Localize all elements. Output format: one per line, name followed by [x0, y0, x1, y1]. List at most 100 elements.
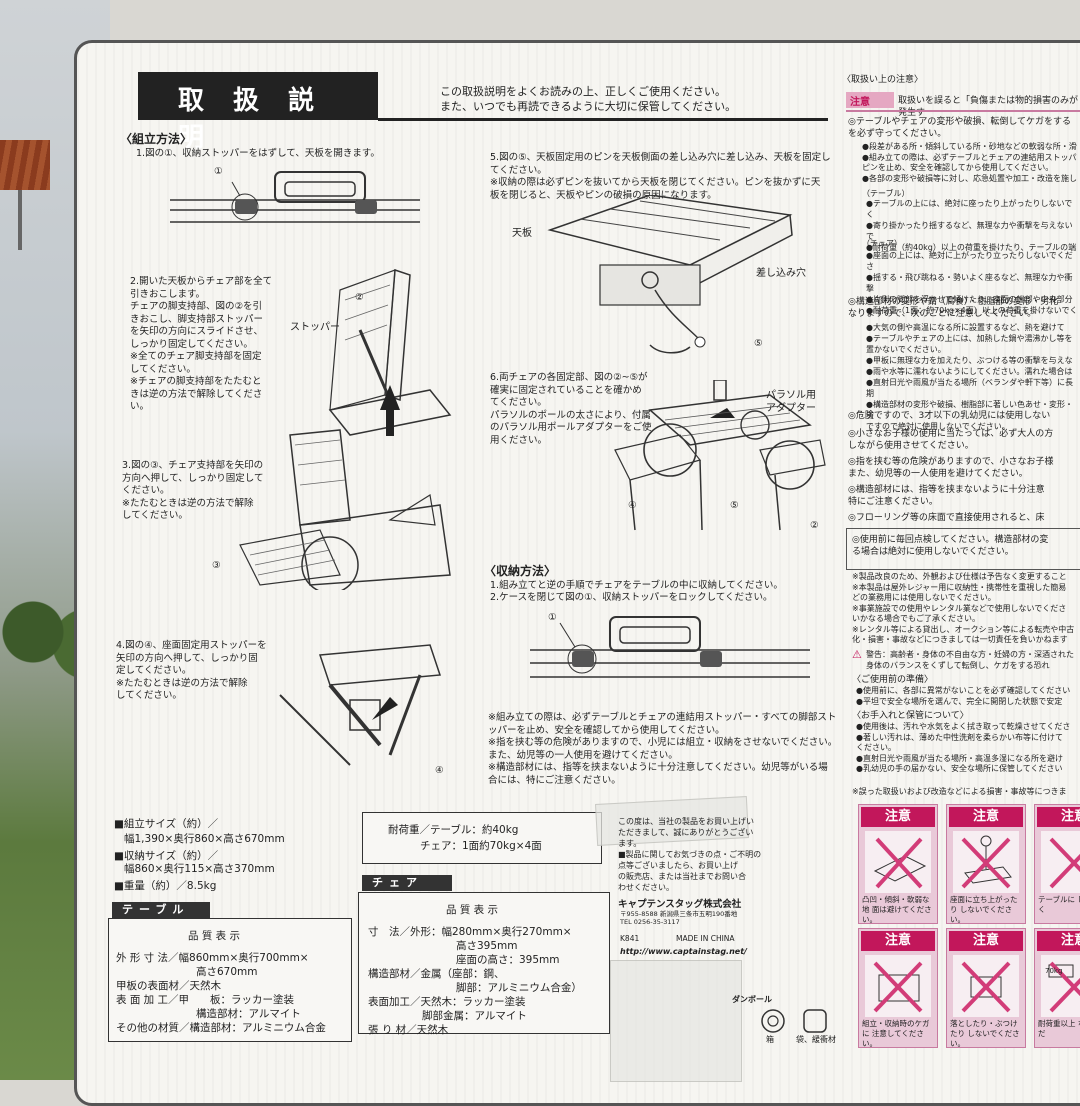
table-row-1b: 高さ670mm [196, 966, 258, 978]
label-stopper: ストッパー [290, 322, 340, 333]
assembly-step-5: 5.図の⑤、天板固定用のピンを天板側面の差し込み穴に差し込み、天板を固定し てく… [490, 152, 831, 201]
warning-card-1-header: 注意 [861, 807, 935, 827]
chui-text: 取扱いを誤ると「負傷または物的損害のみが発生す [898, 96, 1079, 118]
notes-2: ※誤った取扱いおよび改造などによる損害・事故等につきま [852, 787, 1067, 796]
assembly-step-3: 3.図の③、チェア支持部を矢印の 方向へ押して、しっかり固定して ください。 ※… [122, 460, 264, 521]
recycle-icons [761, 1009, 827, 1033]
label-n5-a: ⑤ [754, 338, 763, 349]
chair-caution-heading: （チェア） [862, 239, 902, 248]
assembled-table-drawing [614, 380, 826, 531]
table-caution-heading: （テーブル） [862, 189, 910, 198]
label-n3: ③ [212, 560, 221, 571]
caution-block-1: ◎テーブルやチェアの変形や破損、転倒してケガをする を必ず守ってください。 [848, 117, 1072, 139]
company-address: 〒955-8588 新潟県三条市五明190番地 TEL 0256-35-3117 [620, 910, 738, 926]
warning-card-5: 注意 落としたり・ぶつけたり しないでください。 [946, 928, 1026, 1048]
no-dropping-icon [953, 955, 1019, 1017]
warning-card-5-header: 注意 [949, 931, 1023, 951]
warning-card-1-caption: 凸凹・傾斜・軟弱な地 面は避けてください。 [862, 895, 932, 924]
tape-bottom [610, 960, 742, 1082]
chair-row-3b: 脚部金属：アルマイト [422, 1010, 527, 1022]
caution-block-7: ◎フローリング等の床面で直接使用されると、床 [848, 513, 1045, 523]
caution-block-6: ◎構造部材には、指等を挟まないように十分注意 特にご注意ください。 [848, 485, 1045, 507]
danball-label: ダンボール [732, 995, 772, 1004]
warning-card-2: 注意 座面に立ち上がったり しないでください。 [946, 804, 1026, 924]
label-adapter: パラソル用 アダプター [766, 390, 816, 414]
table-cautions: ●テーブルの上には、絶対に座ったり上がったりしないでく ●寄り掛かったり揺するな… [866, 199, 1077, 252]
no-standing-icon [953, 831, 1019, 893]
prep-text: ●使用前に、各部に異常がないことを必ず確認してください ●平坦で安全な場所を選ん… [856, 686, 1071, 706]
chair-row-2: 構造部材／金属（座部：鋼、 [368, 968, 505, 980]
caution-block-1a: ●段差がある所・傾斜している所・砂地などの軟弱な所・滑 ●組み立ての際は、必ずテ… [862, 142, 1077, 183]
fukuro-label: 袋、緩衝材 [796, 1035, 836, 1044]
company-name: キャプテンスタッグ株式会社 [618, 899, 742, 910]
finger-pinch-icon [865, 955, 931, 1017]
warning-card-5-caption: 落としたり・ぶつけたり しないでください。 [950, 1019, 1020, 1048]
caution-block-4: ◎小さなお子様の使用に当たっては、必ず大人の方 しながら使用させてください。 [848, 429, 1054, 451]
warning-card-4: 注意 組立・収納時のケガに 注意してください。 [858, 928, 938, 1048]
chair-row-1b: 高さ395mm [456, 940, 518, 952]
chair-row-4: 張 り 材／天然木 [368, 1024, 449, 1036]
notes-1: ※製品改良のため、外観および仕様は予告なく変更すること ※本製品は屋外レジャー用… [852, 572, 1075, 644]
chair-cautions: ●座面の上には、絶対に上がったり立ったりしないでくださ ●揺する・飛び跳ねる・勢… [866, 251, 1078, 315]
table-row-1: 外 形 寸 法／幅860mm×奥行700mm× [116, 952, 309, 964]
warning-card-3-caption: テーブルに しないでく [1038, 895, 1080, 914]
stored-size-value: 幅860×奥行115×高さ370mm [124, 863, 275, 875]
label-n1-a: ① [214, 166, 223, 177]
chair-support-drawing [239, 429, 451, 590]
prep-heading: 〈ご使用前の準備〉 [852, 675, 934, 685]
intro-line-1: この取扱説明をよくお読みの上、正しくご使用ください。 [440, 85, 726, 98]
chair-row-2b: 脚部：アルミニウム合金） [456, 982, 582, 994]
warning-card-4-header: 注意 [861, 931, 935, 951]
load-panel [362, 812, 602, 864]
case-drawing-2 [530, 616, 810, 678]
caution-block-8: ◎使用前に毎回点検してください。構造部材の変 る場合は絶対に使用しないでください… [852, 535, 1049, 557]
load-chair: チェア：1面約70kg×4面 [420, 840, 542, 852]
no-sitting-table-icon [1041, 831, 1080, 893]
chair-row-1c: 座面の高さ：395mm [456, 954, 560, 966]
label-n1-b: ① [548, 612, 557, 623]
storage-step-2: 2.ケースを閉じて図の①、収納ストッパーをロックしてください。 [490, 592, 773, 603]
table-row-3: 表 面 加 工／甲 板：ラッカー塗装 [116, 994, 295, 1006]
chair-stopper-drawing [328, 268, 452, 436]
bench-leg [18, 190, 22, 250]
chui-badge: 注意 [846, 92, 894, 108]
warning-card-6: 注意 70kg 耐荷重以上 ないでくだ [1034, 928, 1080, 1048]
assembly-step-6: 6.両チェアの各固定部、図の②~⑤が 確実に固定されていることを確かめ てくださ… [490, 372, 652, 446]
pin-drawing [547, 195, 793, 354]
hako-label: 箱 [766, 1035, 774, 1044]
assembly-heading: 〈組立方法〉 [120, 132, 193, 146]
chui-badge-label: 注意 [850, 97, 870, 108]
caution-block-2: ◎構造部材の変形や錆（腐食）・樹脂部の変形・劣化 なりますので、次のことに注意し… [848, 297, 1059, 319]
care-heading: 〈お手入れと保管について〉 [852, 711, 969, 721]
table-quality-panel [108, 918, 352, 1042]
stored-size-label: ■収納サイズ（約）／ [114, 850, 219, 862]
caution-block-2a: ●大気の側や高温になる所に設置するなど、熱を避けて ●テーブルやチェアの上には、… [866, 323, 1073, 431]
label-n2-b: ② [810, 520, 819, 531]
chair-row-1: 寸 法／外形：幅280mm×奥行270mm× [368, 926, 572, 938]
company-url: http://www.captainstag.net/ [620, 947, 747, 956]
assembly-step-4: 4.図の④、座面固定用ストッパーを 矢印の方向へ押して、しっかり固 定してくださ… [116, 640, 267, 701]
assembly-step-1: 1.図の①、収納ストッパーをはずして、天板を開きます。 [136, 148, 380, 159]
seat-stopper-drawing [279, 644, 442, 766]
table-row-5: その他の材質／構造部材：アルミニウム合金 [116, 1022, 326, 1034]
care-text: ●使用後は、汚れや水気をよく拭き取って乾燥させてくださ ●著しい汚れは、薄めた中… [856, 722, 1071, 773]
load-limit-label: 70kg [1045, 967, 1063, 975]
label-n4-a: ④ [435, 765, 444, 776]
made-in: MADE IN CHINA [676, 934, 735, 943]
load-table: 耐荷重／テーブル：約40kg [388, 824, 519, 836]
storage-notes: ※組み立ての際は、必ずテーブルとチェアの連結用ストッパー・すべての脚部スト ッパ… [488, 712, 838, 786]
wooden-bench [0, 140, 50, 190]
warning-card-6-caption: 耐荷重以上 ないでくだ [1038, 1019, 1080, 1038]
label-hole: 差し込み穴 [756, 268, 806, 279]
page-title: 取 扱 説 明 [178, 86, 325, 153]
warning-card-2-caption: 座面に立ち上がったり しないでください。 [950, 895, 1018, 924]
label-n2-a: ② [355, 292, 364, 303]
assembled-size-label: ■組立サイズ（約）／ [114, 818, 219, 830]
warning-text: 警告：高齢者・身体の不自由な方・妊婦の方・深酒された 身体のバランスをくずして転… [866, 650, 1074, 670]
label-tenban: 天板 [512, 228, 532, 239]
cautions-heading: 〈取扱い上の注意〉 [842, 75, 924, 85]
storage-step-1: 1.組み立てと逆の手順でチェアをテーブルの中に収納してください。 [490, 580, 783, 591]
chair-tab: チェア [362, 875, 452, 891]
intro-line-2: また、いつでも再読できるように大切に保管してください。 [440, 100, 737, 113]
chair-quality-panel [358, 892, 610, 1034]
